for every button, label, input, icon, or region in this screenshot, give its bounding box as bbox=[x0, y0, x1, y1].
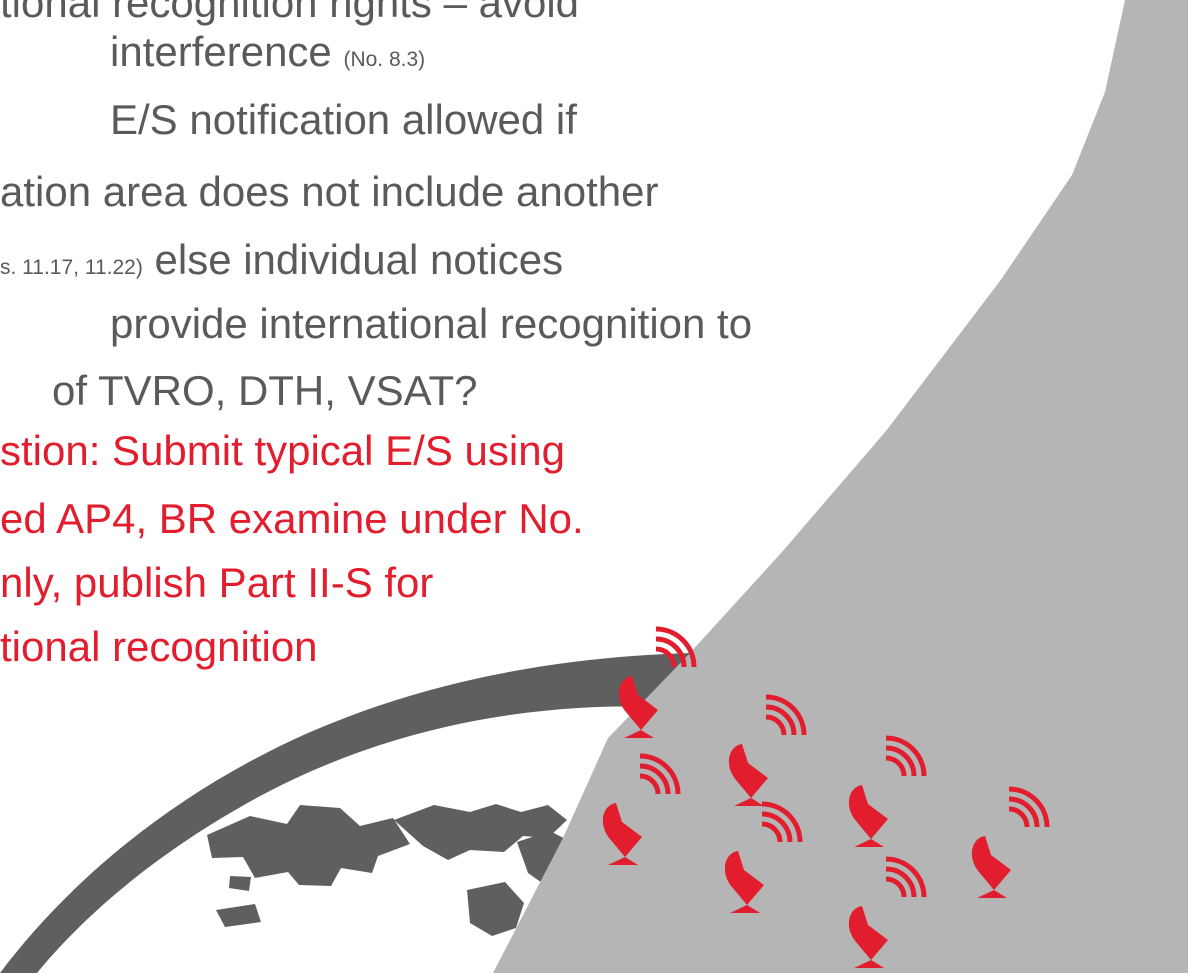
earth-station-3 bbox=[602, 753, 681, 865]
earth-station-1 bbox=[618, 626, 697, 738]
text-line-6: provide international recognition to bbox=[110, 300, 753, 347]
text-line-5-main: else individual notices bbox=[154, 236, 564, 283]
text-line-2: interference (No. 8.3) bbox=[110, 31, 425, 73]
text-line-1: tional recognition rights – avoid bbox=[0, 0, 580, 26]
earth-station-6 bbox=[848, 856, 927, 968]
text-line-7: of TVRO, DTH, VSAT? bbox=[52, 367, 478, 414]
earth-station-2 bbox=[728, 694, 807, 806]
text-line-5: s. 11.17, 11.22) else individual notices bbox=[0, 239, 563, 281]
continent-shape-5 bbox=[229, 876, 251, 891]
earth-station-5 bbox=[848, 735, 927, 847]
text-line-2-ref: (No. 8.3) bbox=[343, 48, 426, 71]
continent-shape-1 bbox=[207, 805, 410, 886]
earth-stations bbox=[602, 626, 1050, 968]
text-line-3: E/S notification allowed if bbox=[110, 96, 577, 143]
satellite-beam bbox=[493, 0, 1188, 973]
continent-shape-6 bbox=[467, 882, 524, 936]
text-line-2-main: interference bbox=[110, 28, 332, 75]
earth-station-7 bbox=[971, 786, 1050, 898]
text-line-10: nly, publish Part II-S for bbox=[0, 559, 434, 606]
text-line-4: ation area does not include another bbox=[0, 168, 659, 215]
text-line-5-ref: s. 11.17, 11.22) bbox=[0, 256, 143, 279]
text-line-9: ed AP4, BR examine under No. bbox=[0, 495, 584, 542]
continent-shape-4 bbox=[216, 904, 261, 927]
earth-station-4 bbox=[724, 801, 803, 913]
text-line-11: tional recognition bbox=[0, 623, 318, 670]
text-line-8: stion: Submit typical E/S using bbox=[0, 427, 565, 474]
continent-shape-2 bbox=[394, 804, 567, 860]
